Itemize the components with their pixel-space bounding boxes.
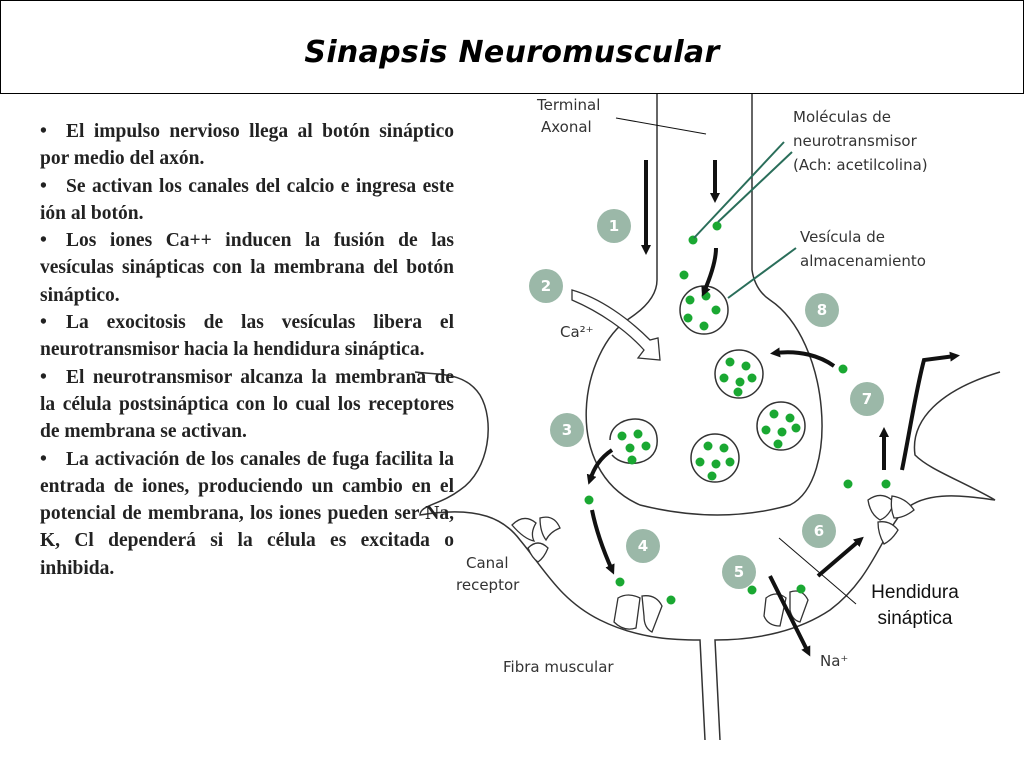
- bullet-text: Los iones Ca++ inducen la fusión de las …: [40, 230, 454, 306]
- bullet-item: •Los iones Ca++ inducen la fusión de las…: [40, 227, 454, 309]
- channel-label: Canal: [466, 554, 509, 572]
- slide-title: Sinapsis Neuromuscular: [304, 34, 720, 70]
- fusing-vesicle: [609, 418, 658, 465]
- bullet-item: •La activación de los canales de fuga fa…: [40, 446, 454, 582]
- cleft-label: Hendidura sináptica: [850, 580, 980, 632]
- bullet-text: La activación de los canales de fuga fac…: [40, 448, 454, 579]
- bullet-item: •La exocitosis de las vesículas libera e…: [40, 309, 454, 364]
- svg-text:2: 2: [541, 277, 551, 295]
- bullet-text: La exocitosis de las vesículas libera el…: [40, 312, 454, 361]
- step-marker-5: 5: [722, 555, 756, 589]
- svg-text:4: 4: [638, 537, 648, 555]
- sodium-label: Na⁺: [820, 652, 848, 670]
- muscle-fiber-membrane-right: [714, 371, 1001, 741]
- terminal-pointer-line: [615, 117, 707, 135]
- bullet-mark: •: [40, 366, 47, 388]
- bullet-text: Se activan los canales del calcio e ingr…: [40, 175, 454, 224]
- step-marker-1: 1: [597, 209, 631, 243]
- molecules-label: (Ach: acetilcolina): [793, 156, 928, 174]
- neurotransmitter-molecules: [584, 221, 891, 605]
- bullet-mark: •: [40, 312, 47, 334]
- vesicle-label: almacenamiento: [800, 252, 926, 270]
- title-bar: Sinapsis Neuromuscular: [0, 0, 1024, 94]
- cleft-pointer-line: [778, 537, 857, 605]
- receptor-channel: [511, 516, 561, 563]
- receptor-channel: [613, 594, 663, 633]
- molecules-label: neurotransmisor: [793, 132, 918, 150]
- step-marker-7: 7: [850, 382, 884, 416]
- svg-text:1: 1: [609, 217, 619, 235]
- molecules-label: Moléculas de: [793, 108, 891, 126]
- muscle-fiber-membrane: [414, 371, 706, 741]
- svg-text:3: 3: [562, 421, 572, 439]
- cleft-label-line: Hendidura: [871, 582, 959, 603]
- step-marker-3: 3: [550, 413, 584, 447]
- terminal-label: Axonal: [541, 118, 592, 136]
- cleft-label-line: sináptica: [877, 608, 953, 629]
- step-marker-6: 6: [802, 514, 836, 548]
- bullet-text: El impulso nervioso llega al botón sináp…: [40, 121, 454, 170]
- receptor-channel: [763, 590, 809, 627]
- receptor-channel: [867, 494, 915, 545]
- svg-text:7: 7: [862, 390, 872, 408]
- bullet-mark: •: [40, 175, 47, 197]
- bullet-item: •Se activan los canales del calcio e ing…: [40, 173, 454, 228]
- bullet-item: •El neurotransmisor alcanza la membrana …: [40, 364, 454, 446]
- bullet-mark: •: [40, 230, 47, 252]
- muscle-fiber-label: Fibra muscular: [503, 658, 614, 676]
- calcium-arrow: [571, 289, 661, 361]
- svg-text:5: 5: [734, 563, 744, 581]
- step-marker-2: 2: [529, 269, 563, 303]
- bullet-text: El neurotransmisor alcanza la membrana d…: [40, 366, 454, 443]
- svg-text:6: 6: [814, 522, 824, 540]
- vesicle: [756, 401, 806, 451]
- svg-text:8: 8: [817, 301, 827, 319]
- vesicle-label: Vesícula de: [800, 228, 885, 246]
- step-marker-4: 4: [626, 529, 660, 563]
- flow-arrows: [586, 160, 960, 657]
- terminal-label: Terminal: [536, 96, 600, 114]
- channel-label: receptor: [456, 576, 520, 594]
- bullet-list: •El impulso nervioso llega al botón siná…: [40, 118, 454, 582]
- calcium-label: Ca²⁺: [560, 323, 594, 341]
- bullet-mark: •: [40, 448, 47, 470]
- bullet-item: •El impulso nervioso llega al botón siná…: [40, 118, 454, 173]
- label-pointer-lines: [693, 141, 797, 299]
- bullet-mark: •: [40, 121, 47, 142]
- step-marker-8: 8: [805, 293, 839, 327]
